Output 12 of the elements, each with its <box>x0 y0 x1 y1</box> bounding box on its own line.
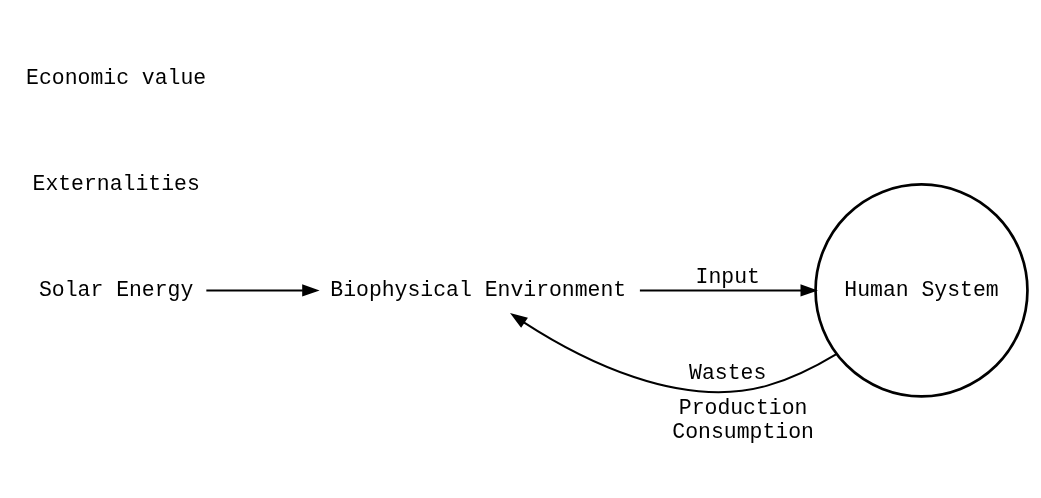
node-text: Biophysical Environment <box>330 277 627 301</box>
label: Economic value <box>26 65 207 90</box>
label: Externalities <box>32 171 200 196</box>
edge-label: Input <box>695 264 760 289</box>
node-label: Consumption <box>672 419 814 444</box>
arrow <box>639 283 818 296</box>
edge-label: Wastes <box>689 360 767 385</box>
node-label: Production <box>678 395 808 420</box>
arrow <box>510 312 837 393</box>
node-text: Solar Energy <box>38 277 194 301</box>
node-circle: Human System <box>814 182 1029 398</box>
arrow <box>206 283 320 296</box>
